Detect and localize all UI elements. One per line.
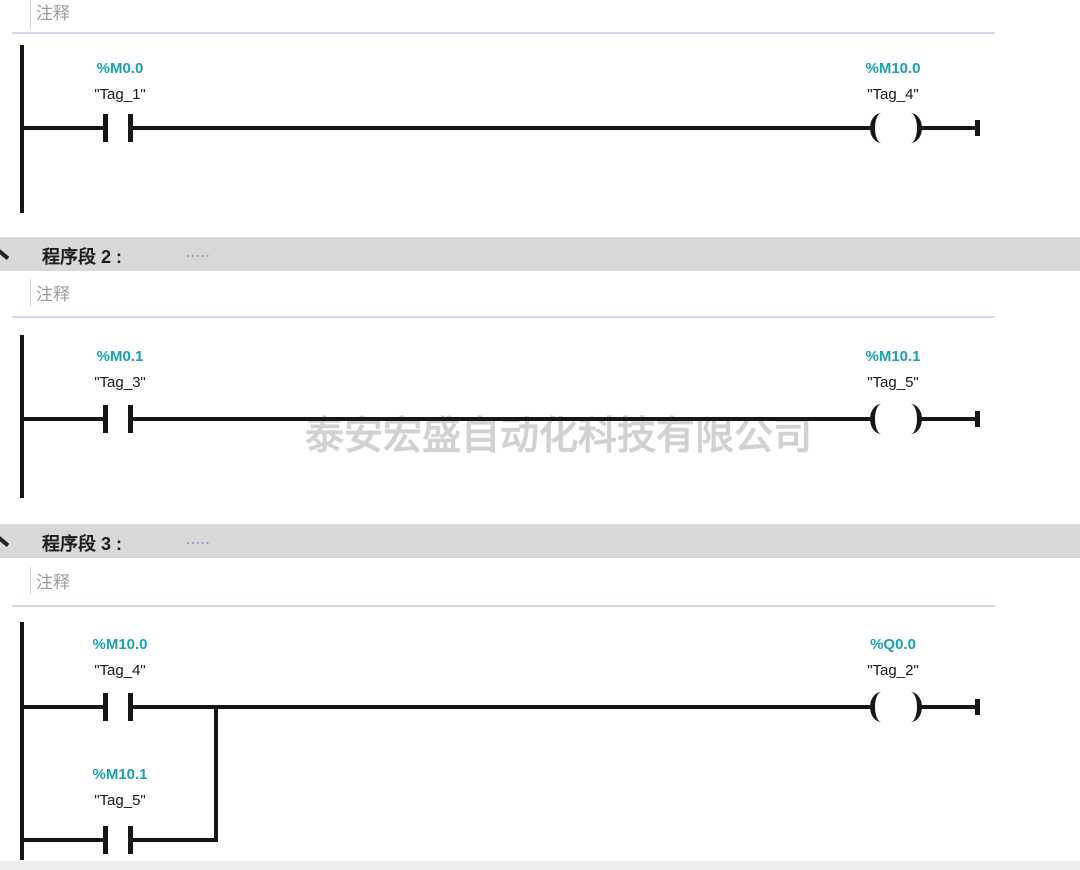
- coil-address[interactable]: %M10.0: [865, 60, 921, 77]
- no-contact-left-bar[interactable]: [103, 405, 108, 433]
- coil-left-paren[interactable]: [870, 113, 888, 143]
- no-contact-right-bar[interactable]: [128, 405, 133, 433]
- wire: [917, 126, 978, 130]
- coil-left-paren[interactable]: [870, 404, 888, 434]
- coil-address[interactable]: %M10.1: [865, 348, 921, 365]
- branch-junction-wire: [214, 705, 218, 842]
- coil-tag[interactable]: "Tag_4": [867, 86, 919, 103]
- contact-tag[interactable]: "Tag_1": [94, 86, 146, 103]
- network2-title-placeholder[interactable]: .....: [186, 244, 211, 260]
- comment-separator: [12, 316, 995, 318]
- wire: [917, 705, 978, 709]
- wire: [133, 838, 218, 842]
- power-rail: [20, 622, 24, 860]
- rung-end-bar: [975, 699, 980, 715]
- wire: [133, 126, 870, 130]
- network2-comment-field[interactable]: 注释: [36, 285, 70, 304]
- coil-left-paren[interactable]: [870, 692, 888, 722]
- bottom-strip: [0, 861, 1080, 870]
- no-contact-right-bar[interactable]: [128, 114, 133, 142]
- contact-tag[interactable]: "Tag_4": [94, 662, 146, 679]
- no-contact-right-bar[interactable]: [128, 826, 133, 854]
- contact-address[interactable]: %M10.0: [92, 636, 148, 653]
- wire: [22, 126, 104, 130]
- comment-separator: [12, 32, 995, 34]
- rung-end-bar: [975, 120, 980, 136]
- wire: [133, 705, 870, 709]
- no-contact-right-bar[interactable]: [128, 693, 133, 721]
- contact-address[interactable]: %M10.1: [92, 766, 148, 783]
- no-contact-left-bar[interactable]: [103, 826, 108, 854]
- coil-right-paren[interactable]: [904, 404, 922, 434]
- network3-comment-field[interactable]: 注释: [36, 573, 70, 592]
- network3-title-placeholder[interactable]: .....: [186, 531, 211, 547]
- network1-comment-field[interactable]: 注释: [36, 4, 70, 23]
- power-rail: [20, 335, 24, 498]
- network2-title[interactable]: 程序段 2 :: [42, 247, 123, 267]
- wire: [133, 417, 870, 421]
- coil-address[interactable]: %Q0.0: [870, 636, 916, 653]
- network3-title[interactable]: 程序段 3 :: [42, 534, 123, 554]
- contact-tag[interactable]: "Tag_5": [94, 792, 146, 809]
- comment-box-border: [30, 279, 31, 307]
- comment-box-border: [30, 0, 31, 28]
- wire: [22, 705, 104, 709]
- coil-right-paren[interactable]: [904, 113, 922, 143]
- coil-tag[interactable]: "Tag_5": [867, 374, 919, 391]
- coil-right-paren[interactable]: [904, 692, 922, 722]
- wire: [22, 417, 104, 421]
- contact-address[interactable]: %M0.1: [96, 348, 144, 365]
- comment-separator: [12, 605, 995, 607]
- coil-tag[interactable]: "Tag_2": [867, 662, 919, 679]
- comment-box-border: [30, 567, 31, 595]
- no-contact-left-bar[interactable]: [103, 114, 108, 142]
- contact-tag[interactable]: "Tag_3": [94, 374, 146, 391]
- wire: [917, 417, 978, 421]
- no-contact-left-bar[interactable]: [103, 693, 108, 721]
- wire: [22, 838, 104, 842]
- vendor-watermark: 泰安宏盛自动化科技有限公司: [305, 415, 813, 458]
- network3-header[interactable]: 程序段 3 : .....: [0, 524, 1080, 558]
- network2-header[interactable]: 程序段 2 : .....: [0, 237, 1080, 271]
- contact-address[interactable]: %M0.0: [96, 60, 144, 77]
- rung-end-bar: [975, 411, 980, 427]
